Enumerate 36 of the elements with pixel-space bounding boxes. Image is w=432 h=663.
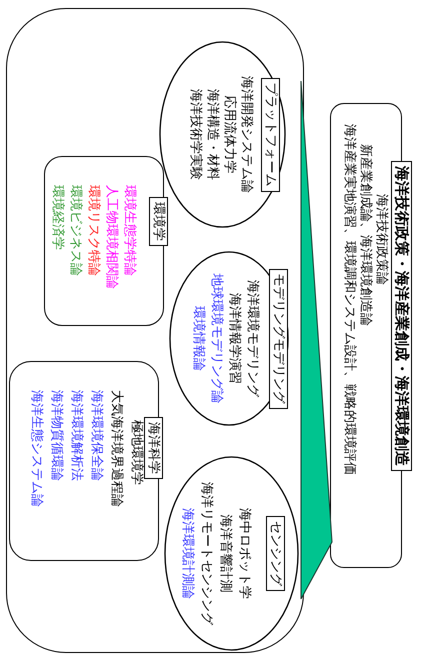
course-name: 応用流体力学 — [222, 96, 237, 174]
course-name: 地球環境モデリング論 — [209, 274, 224, 404]
course-name: 海洋物質循環論 — [49, 390, 64, 481]
course-name: 環境経済学 — [50, 185, 65, 250]
course-name: 海中ロボット学 — [237, 508, 252, 599]
course-name: 海洋生態システム論 — [29, 390, 44, 507]
course-name: 海洋技術学実験 — [188, 89, 203, 180]
course-name: 大気海洋境界過程論 — [109, 390, 124, 507]
course-name: 海洋環境計測論 — [180, 508, 195, 599]
course-name: 海洋技術政策論 — [374, 194, 389, 285]
course-name: 海洋音響計測 — [218, 514, 233, 592]
course-name: 極地環境学 — [129, 420, 144, 485]
course-name: 環境リスク特論 — [86, 185, 101, 276]
course-name: 環境情報論 — [191, 306, 206, 371]
ellipse-bubble — [169, 251, 289, 426]
section-heading: 海洋技術政策・海洋産業創成・海洋環境創造 — [391, 161, 412, 471]
course-name: 新産業創成論、海洋環境創造論 — [358, 144, 373, 326]
wedge-shape — [300, 80, 334, 600]
course-name: 海洋リモートセンシング — [199, 482, 214, 625]
section-heading: モデリングモデリング — [269, 268, 288, 408]
course-name: 人工物環境相関論 — [104, 185, 119, 289]
course-name: 海洋開発システム論 — [239, 76, 254, 193]
course-name: 海洋情報学演習 — [227, 293, 242, 384]
section-heading: 海洋科学 — [144, 417, 163, 479]
section-heading: センシング — [266, 516, 285, 591]
section-heading: 環境学 — [149, 197, 168, 246]
course-name: 海洋構造・材料 — [205, 89, 220, 180]
section-heading: プラットフォーム — [261, 78, 280, 192]
course-name: 海洋環境モデリング — [245, 280, 260, 397]
course-name: 環境生態学特論 — [122, 185, 137, 276]
course-name: 環境ビジネス論 — [68, 185, 83, 276]
course-name: 海洋環境解析法 — [69, 390, 84, 481]
course-name: 海洋環境保全論 — [89, 390, 104, 481]
course-name: 海洋産業実地演習、環境調和システム設計、戦略的環境評価 — [342, 124, 357, 475]
ellipse-bubble — [164, 456, 299, 651]
group-frame — [6, 8, 304, 653]
